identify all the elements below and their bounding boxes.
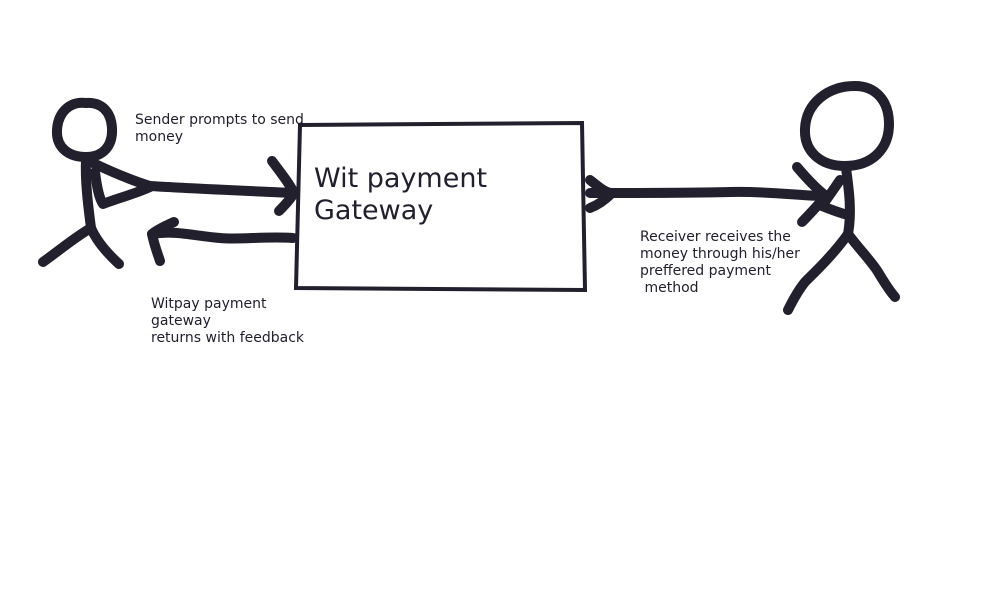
- feedback-arrow-head: [147, 217, 179, 266]
- gateway-box: [293, 120, 588, 293]
- feedback-arrow-shaft: [147, 227, 298, 244]
- gateway-label: Wit payment Gateway: [314, 163, 488, 226]
- feedback-arrow: [147, 217, 298, 266]
- sender-arm-back: [90, 167, 155, 209]
- receiver-leg-right: [843, 229, 900, 302]
- receiver-head: [800, 81, 894, 171]
- receiver-leg-left: [783, 229, 853, 315]
- receiver-arm: [817, 175, 853, 220]
- feedback-note: Witpay payment gateway returns with feed…: [151, 296, 305, 346]
- send-arrow-shaft: [145, 181, 299, 198]
- receiver-figure: [783, 81, 900, 315]
- send-arrow: [145, 156, 299, 216]
- receiver-body: [841, 163, 855, 239]
- receiver-note: Receiver receives the money through his/…: [640, 229, 800, 296]
- sender-leg-left: [38, 223, 96, 267]
- send-arrow-head: [267, 156, 299, 216]
- sender-leg-right: [86, 223, 124, 269]
- sender-note: Sender prompts to send money: [135, 112, 304, 145]
- sender-figure: [38, 97, 155, 269]
- deliver-arrow-shaft: [585, 186, 831, 201]
- deliver-arrow: [585, 162, 831, 227]
- sender-body: [80, 155, 96, 233]
- sender-head: [52, 97, 118, 162]
- deliver-arrow-tail: [585, 175, 617, 213]
